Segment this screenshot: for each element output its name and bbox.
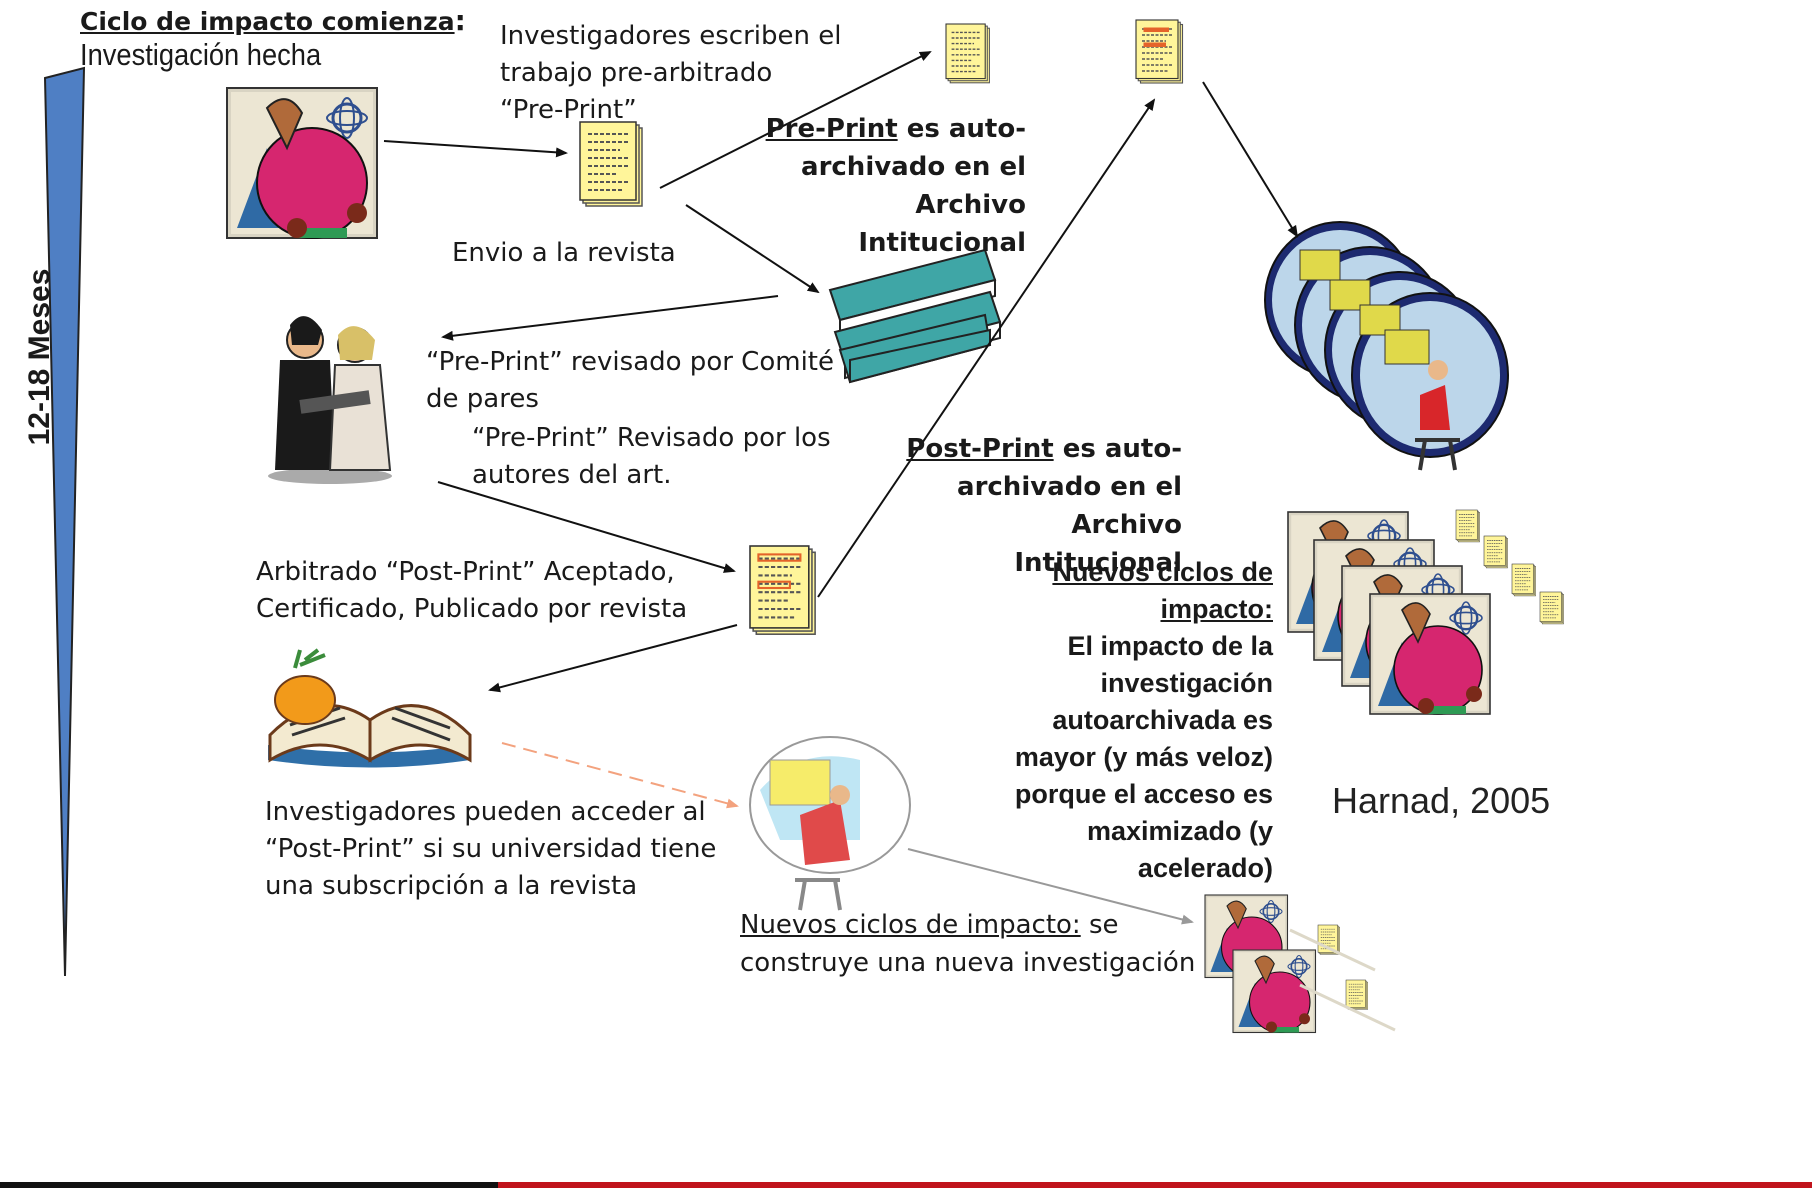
footer-bar-red [498,1182,1812,1188]
author-revision-line: autores del art. [472,460,672,490]
arrow-archive-to-readers [1202,81,1299,238]
published-journal-icon [268,648,472,768]
postprint-archive-rest: es auto- [1053,434,1182,464]
title-line2: Investigación hecha [80,37,322,72]
step-write-preprint: Investigadores escriben el trabajo pre-a… [500,18,841,129]
step-access: Investigadores pueden acceder al “Post-P… [265,794,716,905]
researcher-icon [225,86,379,240]
postprint-document-icon [748,544,817,636]
arrow-reviewers-to-postprint [437,481,736,573]
peer-review-line: de pares [426,384,539,414]
step-new-cycles-big: Nuevos ciclos de impacto: El impacto de … [960,554,1273,887]
archived-preprint-icon [945,23,991,84]
step-write-preprint-line: Investigadores escriben el [500,21,842,51]
new-cycles-heading: impacto: [1160,594,1273,624]
arrow-postprint-to-publication [488,624,738,693]
arrow-reader-to-new-cycle [907,848,1194,925]
arrow-postprint-to-archive [817,98,1156,598]
preprint-document-icon [579,121,643,207]
new-cycles-heading: Nuevos ciclos de [1052,557,1273,587]
preprint-archive-line: Intitucional [858,228,1026,258]
journal-books-icon [828,248,1002,384]
new-cycles-body-line: acelerado) [1137,853,1273,883]
new-cycles-rest: se [1080,910,1119,940]
new-cycle-researchers-icon [1204,894,1396,1034]
arrow-research-to-preprint [383,140,568,158]
peer-review-line: “Pre-Print” revisado por Comité [426,347,834,377]
title-line1: Ciclo de impacto comienza [80,7,455,36]
new-reader-icon [749,736,911,911]
step-preprint-archive: Pre-Print es auto- archivado en el Archi… [700,110,1026,262]
author-revision-line: “Pre-Print” Revisado por los [472,423,831,453]
archived-postprint-icon [1135,19,1184,84]
new-cycles-body-line: investigación [1100,668,1273,698]
global-readers-icon [1264,221,1509,471]
new-cycles-body-line: porque el acceso es [1014,779,1273,809]
new-cycles-body-line: maximizado (y [1086,816,1273,846]
preprint-term: Pre-Print [765,114,898,144]
new-cycles-term: Nuevos ciclos de impacto: [740,910,1081,940]
postprint-term: Post-Print [906,434,1054,464]
accepted-line: Certificado, Publicado por revista [256,594,688,624]
side-duration-label: 12-18 Meses [23,268,56,446]
new-cycles-body-line: El impacto de la [1067,631,1273,661]
arrow-preprint-to-journal [685,204,820,294]
access-line: “Post-Print” si su universidad tiene [265,834,717,864]
diagram-title: Ciclo de impacto comienza: Investigación… [80,4,466,73]
preprint-archive-rest: es auto- [897,114,1026,144]
step-write-preprint-line: “Pre-Print” [500,95,637,125]
arrow-preprint-to-archive [659,51,932,189]
access-line: Investigadores pueden acceder al [265,797,706,827]
step-author-revision: “Pre-Print” Revisado por los autores del… [472,420,831,494]
new-cycles-body-line: autoarchivada es [1052,705,1273,735]
accepted-line: Arbitrado “Post-Print” Aceptado, [256,557,675,587]
postprint-archive-line: archivado en el Archivo [957,472,1182,540]
peer-reviewers-icon [268,316,392,484]
timeline-wedge [43,66,86,977]
step-write-preprint-line: trabajo pre-arbitrado [500,58,773,88]
step-postprint-archive: Post-Print es auto- archivado en el Arch… [858,430,1182,582]
step-submit: Envio a la revista [452,238,676,268]
step-accepted: Arbitrado “Post-Print” Aceptado, Certifi… [256,554,687,628]
access-line: una subscripción a la revista [265,871,638,901]
arrow-publication-to-reader [501,742,739,809]
arrow-journal-to-reviewers [441,295,779,341]
preprint-archive-line: archivado en el Archivo [801,152,1026,220]
new-cycles-body-line: mayor (y más veloz) [1014,742,1273,772]
postprint-archive-line: Intitucional [1014,548,1182,578]
citation: Harnad, 2005 [1332,780,1551,821]
title-colon: : [454,4,466,37]
step-peer-review: “Pre-Print” revisado por Comité de pares [426,344,834,418]
new-cycles-line: construye una nueva investigación [740,948,1196,978]
footer-bar-dark [0,1182,498,1188]
multiplied-researchers-icon [1286,509,1564,716]
step-new-cycles-small: Nuevos ciclos de impacto: se construye u… [740,906,1195,982]
